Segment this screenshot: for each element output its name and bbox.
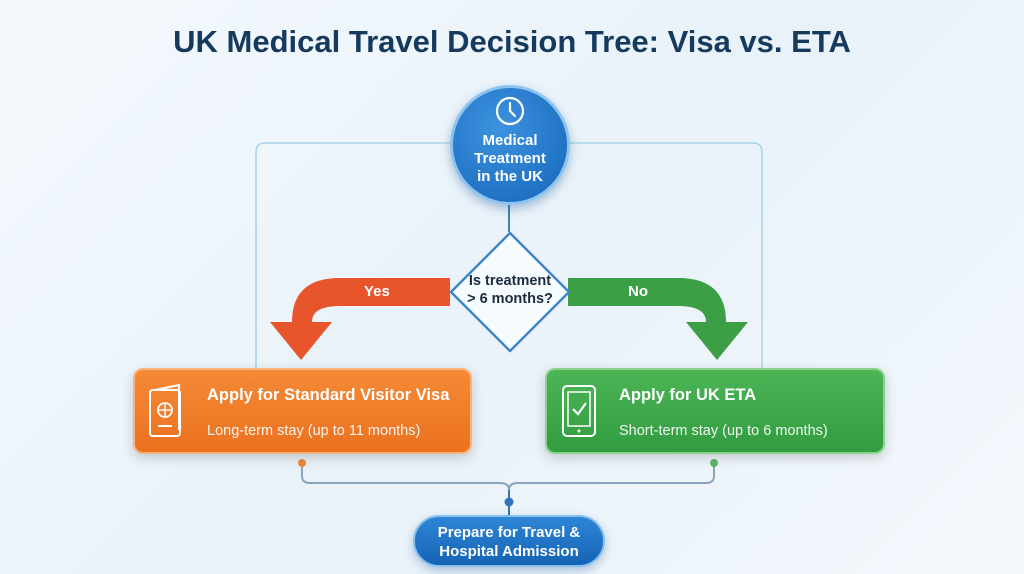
decision-line: Is treatment — [468, 273, 552, 289]
no-arrow — [568, 278, 748, 360]
no-label: No — [628, 283, 648, 300]
start-node: Medical Treatment in the UK — [450, 85, 570, 205]
final-line: Hospital Admission — [439, 543, 579, 560]
clock-icon — [495, 96, 525, 126]
eta-dot — [710, 459, 718, 467]
visa-dot — [298, 459, 306, 467]
tablet-check-icon — [562, 385, 596, 437]
start-text: in the UK — [477, 168, 543, 185]
eta-title: Apply for UK ETA — [619, 386, 757, 404]
decision-node — [449, 231, 571, 353]
passport-icon — [149, 383, 181, 437]
final-node: Prepare for Travel & Hospital Admission — [413, 515, 605, 567]
page-title: UK Medical Travel Decision Tree: Visa vs… — [173, 24, 851, 59]
yes-label: Yes — [364, 283, 390, 300]
start-text: Treatment — [474, 150, 546, 167]
decision-line: > 6 months? — [467, 291, 553, 307]
merge-dot — [504, 497, 514, 507]
yes-arrow — [270, 278, 450, 360]
merge-line — [301, 463, 715, 491]
start-text: Medical — [482, 132, 538, 149]
decision-text: Is treatment > 6 months? — [440, 272, 580, 308]
visa-title: Apply for Standard Visitor Visa — [207, 386, 450, 404]
visa-box: Apply for Standard Visitor Visa Long-ter… — [133, 368, 472, 454]
visa-subtitle: Long-term stay (up to 11 months) — [207, 423, 421, 439]
eta-subtitle: Short-term stay (up to 6 months) — [619, 423, 828, 439]
eta-box: Apply for UK ETA Short-term stay (up to … — [545, 368, 885, 454]
final-line: Prepare for Travel & — [437, 524, 581, 541]
